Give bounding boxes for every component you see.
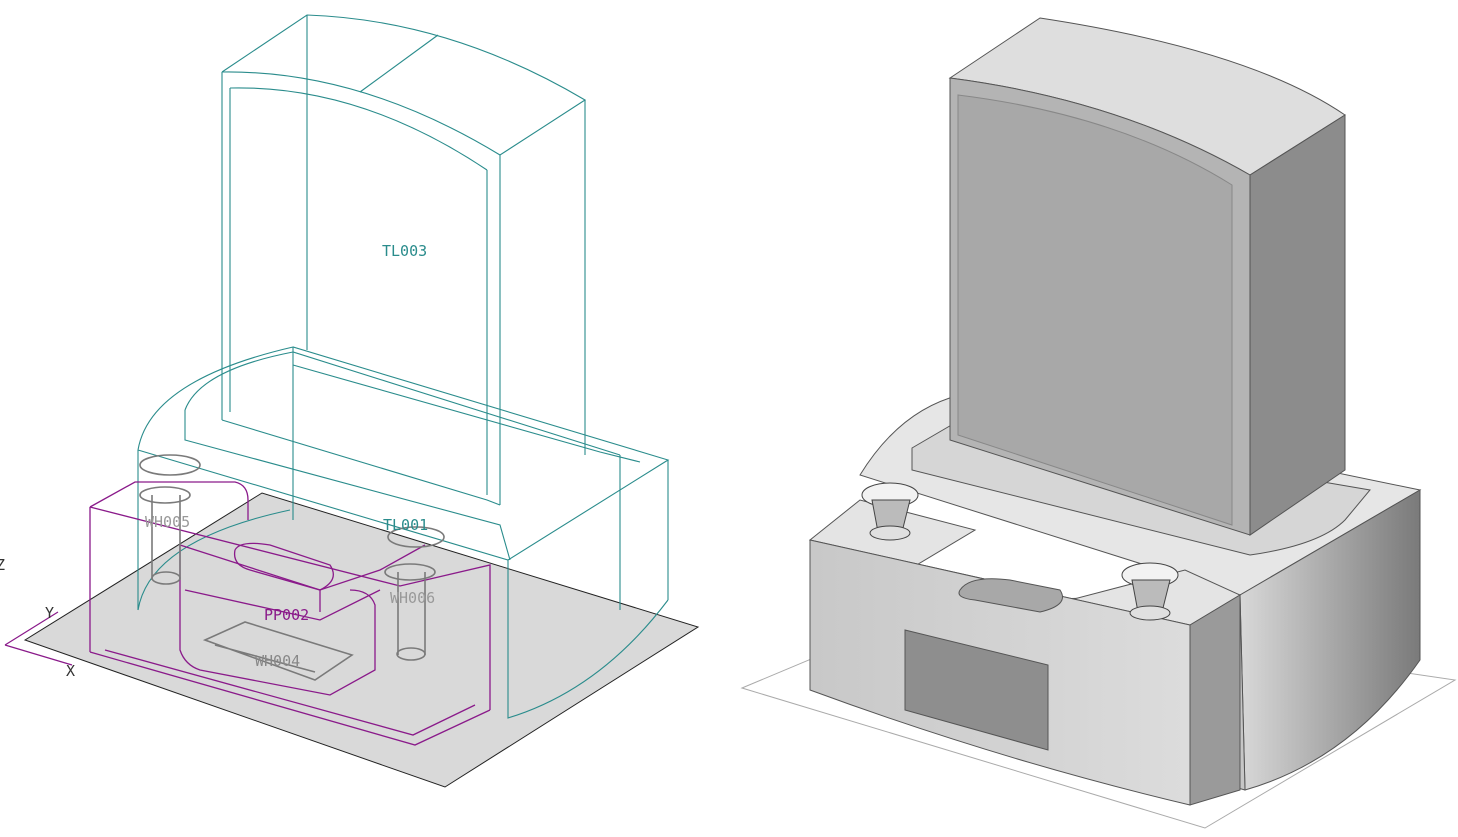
- label-base: TL001: [383, 516, 428, 534]
- tablet: [948, 17, 1346, 536]
- tablet-wireframe: [221, 14, 587, 506]
- label-incense-tray: WH004: [255, 652, 300, 670]
- front-platform: [808, 499, 1242, 806]
- label-tablet: TL003: [382, 242, 427, 260]
- fixtures-wireframe: [139, 454, 445, 681]
- axis-label-z: Z: [0, 556, 5, 574]
- label-vase-left: WH005: [145, 513, 190, 531]
- axis-label-x: X: [66, 662, 75, 680]
- vase-left: [861, 482, 919, 541]
- label-front-platform: PP002: [264, 606, 309, 624]
- platform-wireframe: [89, 481, 491, 746]
- axis-triad: [4, 611, 73, 666]
- ground-plane: [23, 492, 700, 788]
- base-wireframe: [137, 346, 670, 719]
- axis-label-y: Y: [45, 604, 54, 622]
- label-vase-right: WH006: [390, 589, 435, 607]
- vase-right: [1121, 562, 1179, 621]
